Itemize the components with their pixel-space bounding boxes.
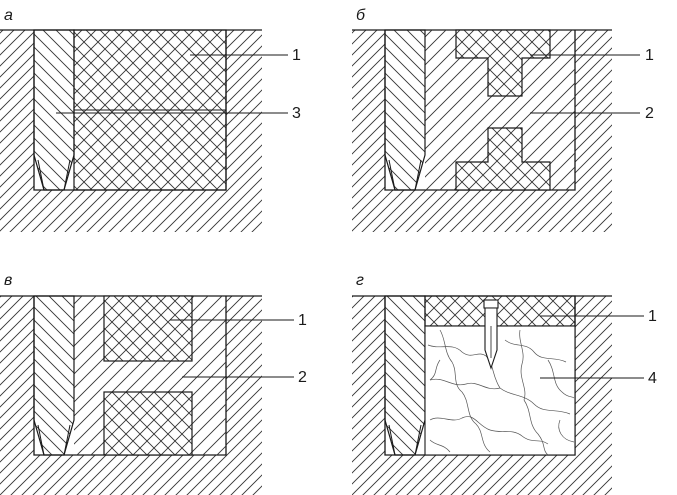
panel-letter-v: в — [4, 272, 12, 289]
callout-label-3: 3 — [292, 105, 301, 122]
material-4-fill — [424, 325, 576, 456]
panel-b: б 1 2 — [352, 7, 654, 232]
retaining-wall — [384, 295, 426, 456]
ground-fill — [0, 30, 262, 232]
panel-g: г 1 — [352, 272, 657, 495]
retaining-wall — [384, 29, 426, 191]
wall-tip — [388, 159, 422, 191]
callout-label-1: 1 — [645, 47, 654, 64]
callout-label-1: 1 — [648, 308, 657, 325]
wall-tip — [37, 159, 71, 191]
callout-label-4: 4 — [648, 370, 657, 387]
panel-v: в 1 2 — [0, 272, 307, 495]
retaining-wall — [33, 29, 75, 191]
panel-letter-b: б — [356, 7, 366, 24]
panel-letter-g: г — [356, 272, 364, 289]
ground-fill — [352, 30, 612, 232]
retaining-wall — [33, 295, 75, 456]
panel-letter-a: а — [4, 7, 13, 24]
callout-label-2: 2 — [645, 105, 654, 122]
material-1-top — [455, 29, 551, 97]
material-1-top — [103, 295, 193, 362]
callout-label-2: 2 — [298, 369, 307, 386]
anchor-head — [483, 299, 499, 309]
wall-tip — [388, 424, 422, 456]
material-1-slab — [424, 295, 576, 327]
material-4-cracks — [427, 329, 575, 456]
material-1-bottom — [455, 127, 551, 191]
material-1-bottom — [103, 391, 193, 456]
panel-a: а 1 3 — [0, 7, 301, 232]
callout-label-1: 1 — [298, 312, 307, 329]
callout-label-1: 1 — [292, 47, 301, 64]
wall-tip — [37, 424, 71, 456]
